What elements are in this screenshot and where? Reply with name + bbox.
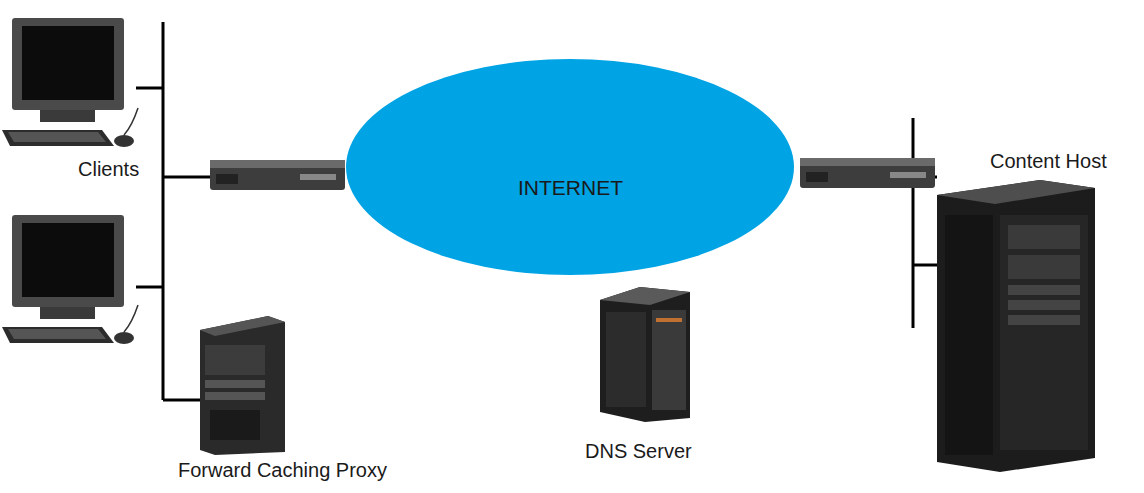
device-label: Clients [78,158,139,181]
left-bus [136,22,210,400]
cloud-shape [345,58,795,276]
router [210,160,345,190]
proxy-server [200,316,285,455]
device-label: DNS Server [585,440,692,463]
router [800,158,935,188]
right-bus [905,118,937,328]
device-label: Forward Caching Proxy [178,459,387,482]
dns-server [600,287,690,422]
content-host-server [937,180,1095,472]
client-computer [2,18,138,147]
device-label: Content Host [990,150,1107,173]
cloud-label: INTERNET [518,176,623,200]
client-computer [2,215,138,344]
internet-cloud: INTERNET [345,58,795,276]
